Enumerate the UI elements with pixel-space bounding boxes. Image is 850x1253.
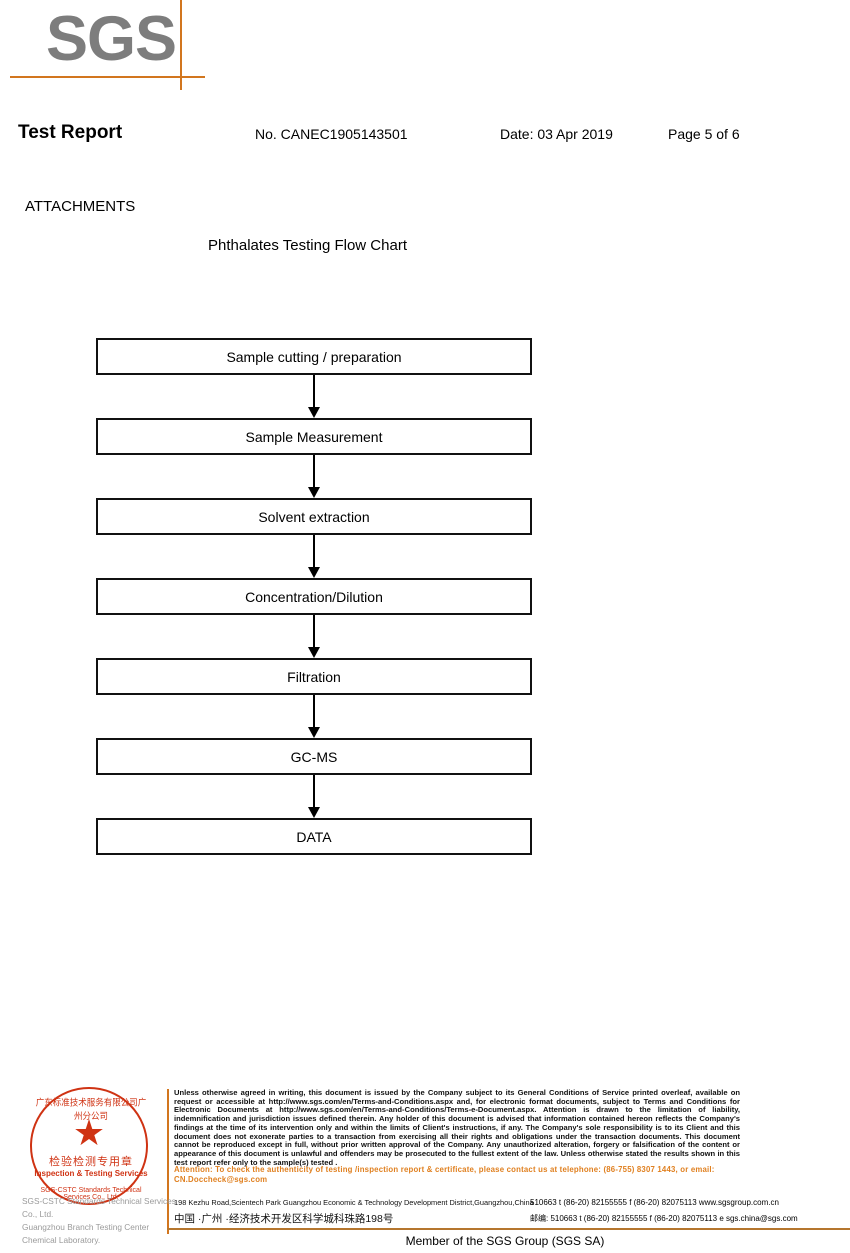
flow-step-box: Sample Measurement bbox=[96, 418, 532, 455]
sgs-logo: SGS bbox=[0, 0, 300, 108]
member-text: Member of the SGS Group (SGS SA) bbox=[405, 1234, 605, 1248]
seal-ring-bottom-text: SGS-CSTC Standards Technical Services Co… bbox=[40, 1187, 142, 1201]
flow-arrow-down-icon bbox=[96, 535, 532, 578]
flow-arrow-down-icon bbox=[96, 775, 532, 818]
flow-arrow-down-icon bbox=[96, 455, 532, 498]
star-icon: ★ bbox=[72, 1112, 106, 1153]
legal-disclaimer: Unless otherwise agreed in writing, this… bbox=[174, 1088, 740, 1167]
seal-en-label: Inspection & Testing Services bbox=[34, 1169, 148, 1178]
address-cn: 中国 ·广州 ·经济技术开发区科学城科珠路198号 bbox=[174, 1213, 394, 1225]
logo-horizontal-rule bbox=[10, 76, 205, 78]
logo-vertical-rule bbox=[180, 0, 182, 90]
footer-bottom-rule bbox=[167, 1228, 850, 1230]
inspection-seal: 广东标准技术服务有限公司广州分公司 ★ 检验检测专用章 Inspection &… bbox=[18, 1087, 176, 1245]
seal-ring-top-text: 广东标准技术服务有限公司广州分公司 bbox=[35, 1096, 147, 1122]
flow-step-box: Concentration/Dilution bbox=[96, 578, 532, 615]
phthalates-testing-flowchart: Sample cutting / preparation Sample Meas… bbox=[96, 338, 532, 855]
flowchart-title: Phthalates Testing Flow Chart bbox=[208, 237, 407, 254]
flow-arrow-down-icon bbox=[96, 615, 532, 658]
address-block: 198 Kezhu Road,Scientech Park Guangzhou … bbox=[174, 1195, 798, 1225]
address-en: 198 Kezhu Road,Scientech Park Guangzhou … bbox=[174, 1198, 534, 1207]
flow-step-box: Sample cutting / preparation bbox=[96, 338, 532, 375]
member-of-group-line: Member of the SGS Group (SGS SA) bbox=[0, 1234, 850, 1248]
address-en-contact: 510663 t (86-20) 82155555 f (86-20) 8207… bbox=[530, 1198, 779, 1207]
report-date: Date: 03 Apr 2019 bbox=[500, 126, 613, 142]
page-footer: 广东标准技术服务有限公司广州分公司 ★ 检验检测专用章 Inspection &… bbox=[0, 1085, 850, 1253]
footer-vertical-divider bbox=[167, 1089, 169, 1234]
flow-step-box: GC-MS bbox=[96, 738, 532, 775]
flow-arrow-down-icon bbox=[96, 375, 532, 418]
attachments-heading: ATTACHMENTS bbox=[25, 198, 136, 215]
flow-arrow-down-icon bbox=[96, 695, 532, 738]
report-header: Test Report No. CANEC1905143501 Date: 03… bbox=[0, 122, 850, 158]
logo-wordmark: SGS bbox=[46, 4, 177, 74]
flow-step-box: Solvent extraction bbox=[96, 498, 532, 535]
attention-notice: Attention: To check the authenticity of … bbox=[174, 1165, 715, 1184]
page-indicator: Page 5 of 6 bbox=[668, 126, 740, 142]
page-title: Test Report bbox=[18, 122, 123, 143]
company-name-block: SGS-CSTC Standards Technical Services Co… bbox=[22, 1195, 184, 1247]
flow-step-box: DATA bbox=[96, 818, 532, 855]
company-name-line2: Guangzhou Branch Testing Center Chemical… bbox=[22, 1222, 150, 1245]
address-row-cn: 中国 ·广州 ·经济技术开发区科学城科珠路198号 邮编: 510663 t (… bbox=[174, 1210, 798, 1225]
seal-circle-icon: 广东标准技术服务有限公司广州分公司 ★ 检验检测专用章 Inspection &… bbox=[30, 1087, 148, 1205]
report-number: No. CANEC1905143501 bbox=[255, 126, 408, 142]
address-row-en: 198 Kezhu Road,Scientech Park Guangzhou … bbox=[174, 1195, 779, 1210]
flow-step-box: Filtration bbox=[96, 658, 532, 695]
company-name-line1: SGS-CSTC Standards Technical Services Co… bbox=[22, 1196, 176, 1219]
seal-cn-label: 检验检测专用章 bbox=[49, 1156, 133, 1168]
address-cn-contact: 邮编: 510663 t (86-20) 82155555 f (86-20) … bbox=[530, 1214, 798, 1223]
